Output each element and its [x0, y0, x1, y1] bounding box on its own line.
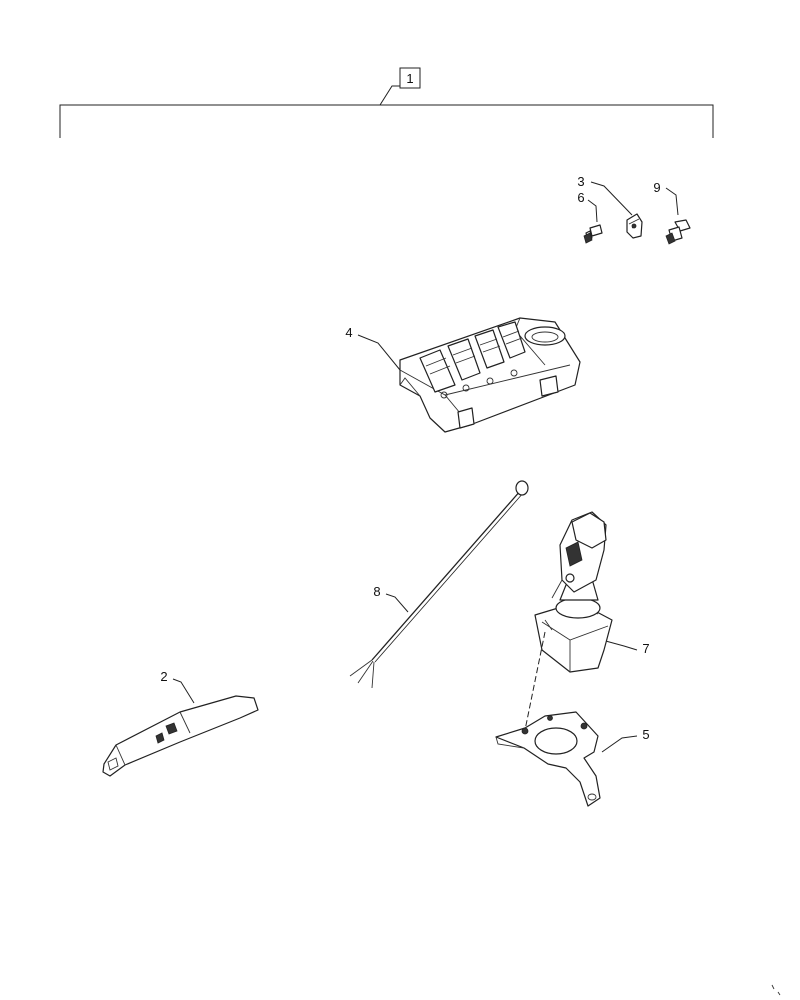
- callout-4: 3: [577, 174, 584, 189]
- part-cable-harness: 8: [349, 480, 529, 689]
- part-mounting-bracket: 5: [495, 711, 650, 807]
- callout-2: 2: [160, 669, 167, 684]
- corner-marks: [771, 984, 781, 996]
- assembly-bracket: 1: [59, 67, 714, 138]
- assembly-callout-box: [399, 67, 421, 89]
- callout-5: 5: [642, 727, 649, 742]
- callout-7: 7: [642, 641, 649, 656]
- part-control-console: 4: [345, 317, 581, 433]
- part-armrest-cover: 2: [102, 669, 259, 777]
- callout-6: 6: [577, 190, 584, 205]
- callout-9: 9: [653, 180, 660, 195]
- callout-8: 8: [373, 584, 380, 599]
- part-joystick: 7: [534, 511, 650, 673]
- part-screw-long: 9: [653, 180, 691, 245]
- callout-3: 4: [345, 325, 352, 340]
- assembly-callout-label: 1: [406, 71, 413, 86]
- part-screw-short: 6: [577, 190, 603, 244]
- part-clip-nut: 3: [577, 174, 643, 239]
